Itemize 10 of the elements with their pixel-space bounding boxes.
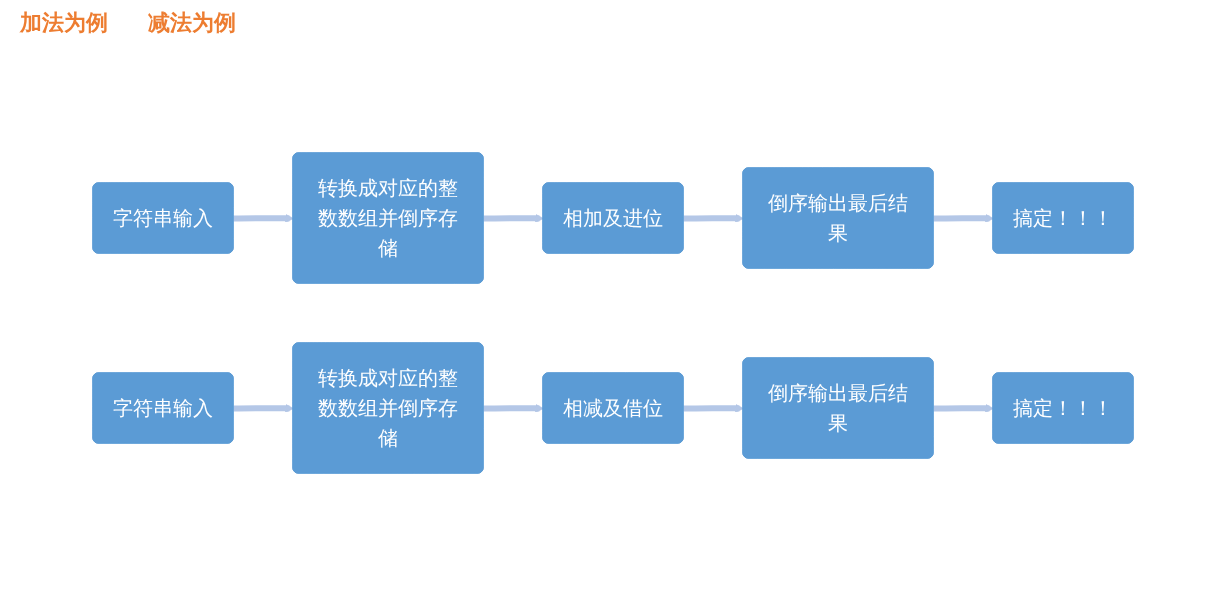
section-heading: 减法为例: [148, 9, 236, 37]
arrow: [233, 403, 294, 413]
arrow: [483, 213, 544, 223]
arrow: [483, 403, 544, 413]
arrow: [233, 213, 294, 223]
arrow: [683, 213, 744, 223]
arrow: [933, 403, 994, 413]
arrow: [933, 213, 994, 223]
section-heading: 加法为例: [20, 9, 108, 37]
arrow: [683, 403, 744, 413]
